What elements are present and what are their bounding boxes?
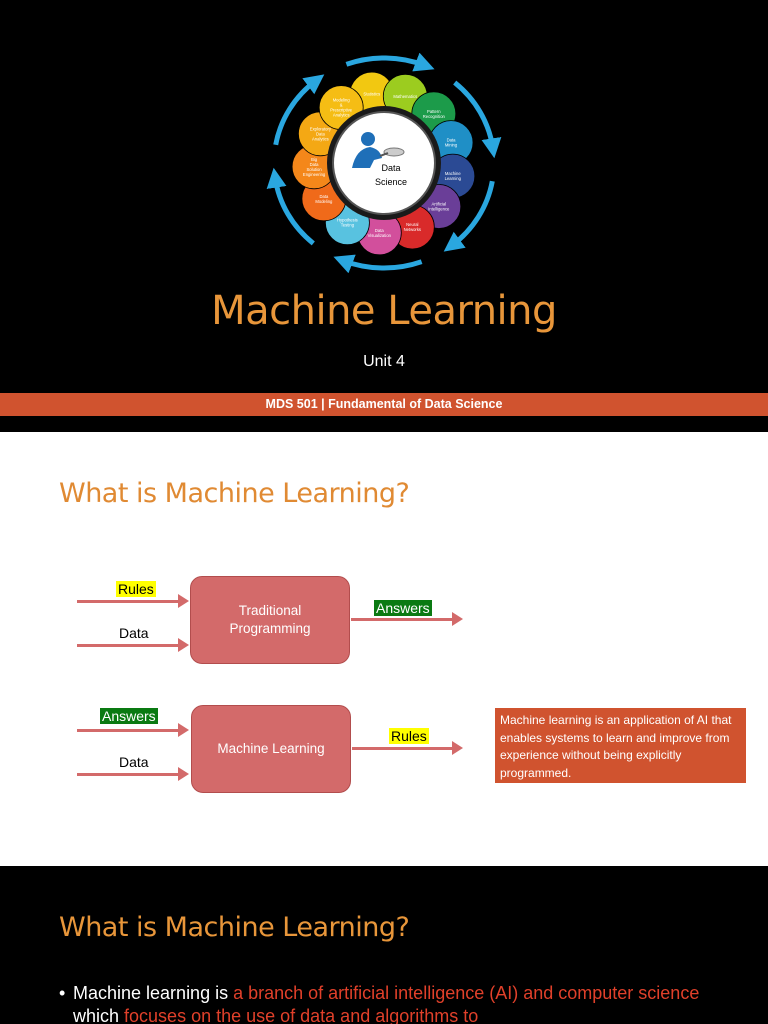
- output-label-rules: Rules: [389, 728, 429, 744]
- input-label-rules: Rules: [116, 581, 156, 597]
- bullet-icon: •: [59, 983, 66, 1003]
- input-arrow-bottom: [77, 767, 189, 781]
- definition-callout: Machine learning is an application of AI…: [495, 708, 746, 783]
- hub-label-line1: Data: [381, 163, 400, 173]
- traditional-programming-box: Traditional Programming: [190, 576, 350, 664]
- cycle-arrow: [333, 254, 423, 274]
- slide-title: Machine Learning: [211, 288, 557, 334]
- box-label: Traditional Programming: [229, 602, 311, 636]
- cycle-arrow: [266, 167, 315, 246]
- bullet-text-1: Machine learning is: [73, 983, 234, 1003]
- slide-subtitle: Unit 4: [363, 353, 405, 370]
- bullet-emphasis-1: a branch of artificial intelligence (AI)…: [233, 983, 700, 1003]
- bullet-emphasis-2: focuses on the use of data and algorithm…: [124, 1006, 479, 1024]
- input-label-data: Data: [119, 754, 149, 770]
- machine-learning-box: Machine Learning: [191, 705, 351, 793]
- bullet-point: • Machine learning is a branch of artifi…: [59, 982, 749, 1024]
- bullet-text-2: which: [73, 1006, 125, 1024]
- cycle-arrows: [266, 52, 502, 274]
- input-label-data: Data: [119, 625, 149, 641]
- definition-text-slide: What is Machine Learning? • Machine lear…: [0, 866, 768, 1024]
- slide-title: What is Machine Learning?: [59, 478, 410, 509]
- input-arrow-top: [77, 594, 189, 608]
- output-arrow: [351, 612, 463, 626]
- definition-diagram-slide: What is Machine Learning? Rules Data Tra…: [0, 432, 768, 866]
- input-label-answers: Answers: [100, 708, 158, 724]
- person-with-magnifier-icon: [352, 132, 405, 168]
- box-label: Machine Learning: [217, 740, 325, 756]
- cycle-arrow: [443, 180, 495, 252]
- wheel-petal-label: Mathematics: [393, 94, 417, 99]
- output-arrow: [352, 741, 463, 755]
- wheel-hub: [332, 111, 436, 215]
- input-arrow-bottom: [77, 638, 189, 652]
- cycle-arrow: [453, 80, 502, 159]
- wheel-petal-label: Statistics: [363, 92, 380, 97]
- cycle-arrow: [273, 74, 325, 146]
- cycle-arrow: [345, 52, 435, 72]
- output-label-answers: Answers: [374, 600, 432, 616]
- input-arrow-top: [77, 723, 189, 737]
- slide-title: What is Machine Learning?: [59, 912, 410, 943]
- course-band: MDS 501 | Fundamental of Data Science: [0, 393, 768, 416]
- hub-label-line2: Science: [375, 177, 407, 187]
